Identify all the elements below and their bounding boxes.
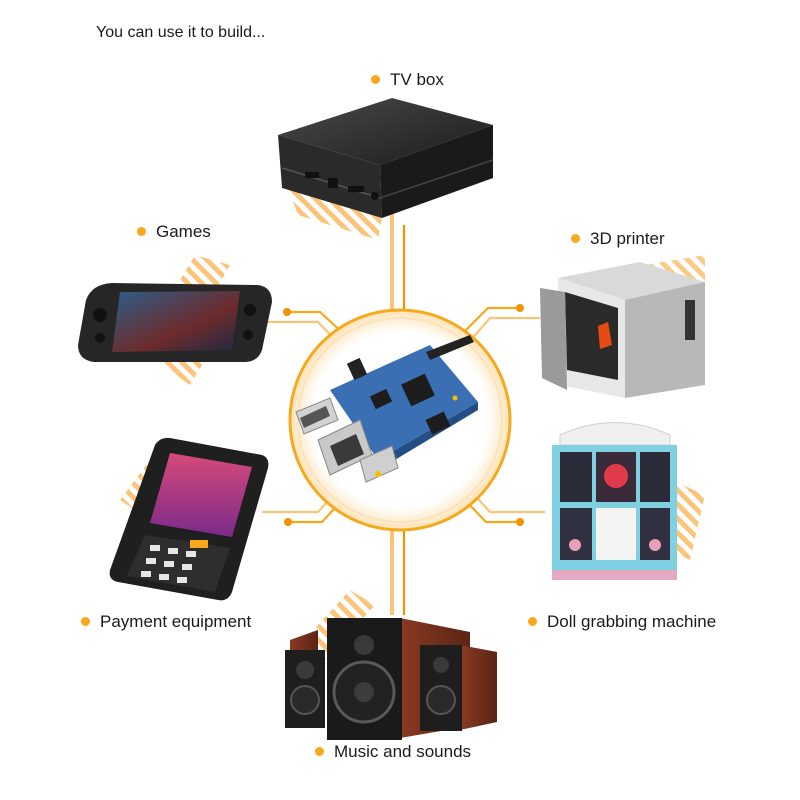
- payment-terminal-image: [109, 437, 269, 601]
- bullet-dot: [528, 617, 537, 626]
- single-board-computer-image: [295, 335, 478, 483]
- bullet-dot: [315, 747, 324, 756]
- connector-3d-printer: [462, 306, 520, 334]
- bullet-dot: [571, 234, 580, 243]
- 3d-printer-image: [540, 255, 705, 398]
- label-games: Games: [137, 222, 211, 242]
- label-tv-box: TV box: [371, 70, 444, 90]
- label-doll-grabbing-machine: Doll grabbing machine: [528, 612, 716, 632]
- tv-box-image: [278, 98, 494, 240]
- label-music-and-sounds: Music and sounds: [315, 742, 471, 762]
- intro-heading: You can use it to build...: [96, 24, 266, 41]
- doll-machine-image: [552, 422, 705, 580]
- bullet-dot: [371, 75, 380, 84]
- label-3d-printer: 3D printer: [571, 229, 665, 249]
- games-handheld-image: [78, 255, 272, 385]
- bullet-dot: [81, 617, 90, 626]
- bullet-dot: [137, 227, 146, 236]
- connector-games: [287, 310, 346, 336]
- label-payment-equipment: Payment equipment: [81, 612, 251, 632]
- speakers-image: [285, 590, 497, 740]
